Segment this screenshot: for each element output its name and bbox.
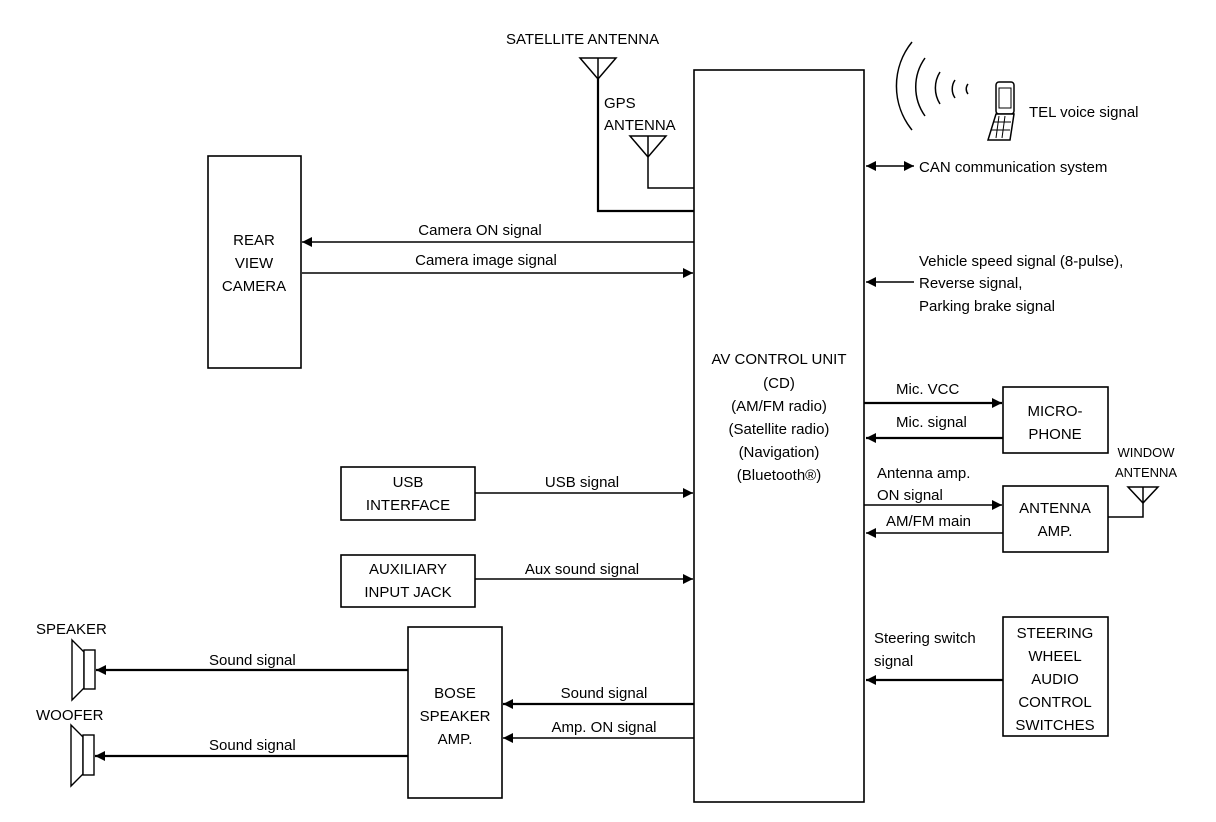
rear-camera-label-2: VIEW [235,255,274,272]
antenna-amp-label-2: AMP. [1038,523,1073,540]
steering-label-4: CONTROL [1018,694,1091,711]
gps-antenna: GPS ANTENNA [604,95,694,189]
woofer: WOOFER Sound signal [36,707,408,788]
rear-view-camera-box [207,155,302,369]
av-control-unit-box [693,69,865,803]
window-antenna-label-1: WINDOW [1117,445,1175,460]
aux-sound-signal-label: Aux sound signal [525,561,639,578]
steering-label-5: SWITCHES [1015,717,1094,734]
steering-signal-label-2: signal [874,653,913,670]
steering-signal-label-1: Steering switch [874,630,976,647]
gps-antenna-wire [647,157,694,189]
bose-amp-label-3: AMP. [438,731,473,748]
bose-speaker-amp-box [407,626,503,799]
window-antenna-wire [1108,503,1144,518]
antenna-amp-box [1002,485,1109,553]
camera-image-signal-label: Camera image signal [415,252,557,269]
speaker: SPEAKER Sound signal [36,621,408,702]
woofer-sound-signal-label: Sound signal [209,737,296,754]
microphone-label-2: PHONE [1028,426,1081,443]
tel-voice-group: TEL voice signal [895,41,1139,141]
usb-signal-label: USB signal [545,474,619,491]
window-antenna: WINDOW ANTENNA [1108,445,1177,518]
antenna-amp: ANTENNA AMP. Antenna amp. ON signal AM/F… [864,465,1109,553]
camera-on-signal-label: Camera ON signal [418,222,541,239]
av-feature-navigation: (Navigation) [739,444,820,461]
steering-label-1: STEERING [1017,625,1094,642]
woofer-label: WOOFER [36,707,104,724]
aux-label-1: AUXILIARY [369,561,447,578]
satellite-antenna-label: SATELLITE ANTENNA [506,31,659,48]
steering-label-2: WHEEL [1028,648,1081,665]
am-fm-main-label: AM/FM main [886,513,971,530]
rear-camera-label-1: REAR [233,232,275,249]
usb-interface-box [340,466,476,521]
auxiliary-input-jack-box [340,554,476,608]
auxiliary-input-jack: AUXILIARY INPUT JACK Aux sound signal [340,554,693,608]
speaker-label: SPEAKER [36,621,107,638]
wireless-waves-icon [895,41,969,131]
woofer-icon [70,723,95,788]
bose-sound-signal-label: Sound signal [561,685,648,702]
microphone: MICRO- PHONE Mic. VCC Mic. signal [864,381,1109,454]
tel-voice-signal-label: TEL voice signal [1029,104,1139,121]
bose-amp-label-1: BOSE [434,685,476,702]
speaker-icon [71,638,96,702]
parking-brake-signal-label: Parking brake signal [919,298,1055,315]
av-feature-amfm: (AM/FM radio) [731,398,827,415]
antenna-amp-label-1: ANTENNA [1019,500,1091,517]
can-communication: CAN communication system [866,159,1107,176]
satellite-antenna-wire [596,79,694,213]
mobile-phone-icon [986,81,1015,141]
mic-signal-label: Mic. signal [896,414,967,431]
bose-amp-label-2: SPEAKER [420,708,491,725]
usb-interface: USB INTERFACE USB signal [340,466,693,521]
steering-switches-box [1002,616,1109,737]
antenna-amp-on-label-2: ON signal [877,487,943,504]
can-communication-label: CAN communication system [919,159,1107,176]
vehicle-speed-signal-label: Vehicle speed signal (8-pulse), [919,253,1123,270]
aux-label-2: INPUT JACK [364,584,451,601]
window-antenna-label-2: ANTENNA [1115,465,1177,480]
av-control-unit: AV CONTROL UNIT (CD) (AM/FM radio) (Sate… [693,69,865,803]
satellite-antenna: SATELLITE ANTENNA [506,31,694,213]
microphone-label-1: MICRO- [1028,403,1083,420]
usb-interface-label-1: USB [393,474,424,491]
antenna-amp-on-label-1: Antenna amp. [877,465,970,482]
av-feature-satellite: (Satellite radio) [729,421,830,438]
usb-interface-label-2: INTERFACE [366,497,450,514]
steering-label-3: AUDIO [1031,671,1079,688]
microphone-box [1002,386,1109,454]
gps-antenna-label-1: GPS [604,95,636,112]
av-feature-cd: (CD) [763,375,795,392]
reverse-signal-label: Reverse signal, [919,275,1022,292]
mic-vcc-label: Mic. VCC [896,381,960,398]
bose-speaker-amp: BOSE SPEAKER AMP. Sound signal Amp. ON s… [407,626,694,799]
av-feature-bluetooth: (Bluetooth®) [737,467,821,484]
amp-on-signal-label: Amp. ON signal [551,719,656,736]
av-control-unit-title: AV CONTROL UNIT [711,351,846,368]
steering-wheel-switches: STEERING WHEEL AUDIO CONTROL SWITCHES St… [866,616,1109,737]
speaker-sound-signal-label: Sound signal [209,652,296,669]
rear-camera-label-3: CAMERA [222,278,286,295]
rear-view-camera: REAR VIEW CAMERA Camera ON signal Camera… [207,155,694,369]
gps-antenna-label-2: ANTENNA [604,117,676,134]
vehicle-signals: Vehicle speed signal (8-pulse), Reverse … [866,253,1123,315]
